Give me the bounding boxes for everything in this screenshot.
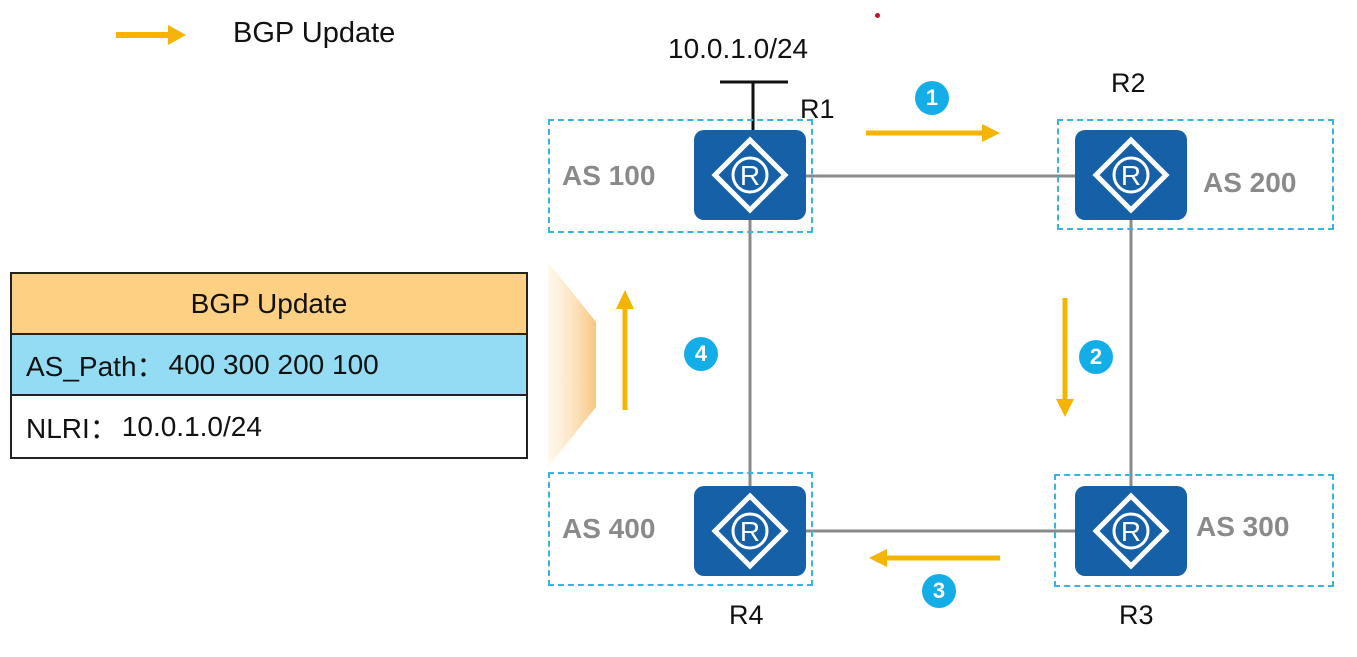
step-arrow-4 bbox=[616, 290, 634, 410]
router-label-r1: R1 bbox=[800, 94, 835, 124]
step-arrow-2 bbox=[1056, 298, 1074, 417]
packet-title: BGP Update bbox=[12, 274, 526, 335]
as-path-label: AS_Path： bbox=[26, 350, 165, 382]
packet-pointer bbox=[548, 262, 596, 467]
as-box-400 bbox=[548, 472, 813, 586]
svg-text:R: R bbox=[1121, 160, 1141, 191]
router-r3[interactable]: R bbox=[1075, 486, 1187, 576]
as-label-300: AS 300 bbox=[1196, 511, 1290, 542]
router-label-r2: R2 bbox=[1111, 68, 1146, 98]
router-r1[interactable]: R bbox=[694, 130, 806, 220]
nlri-label: NLRI： bbox=[26, 412, 118, 444]
packet-as-path-row: AS_Path： 400 300 200 100 bbox=[12, 335, 526, 396]
step-arrow-3 bbox=[869, 549, 1000, 567]
nlri-value: 10.0.1.0/24 bbox=[121, 410, 262, 442]
router-label-r4: R4 bbox=[729, 600, 764, 630]
router-r4[interactable]: R bbox=[694, 486, 806, 576]
step-arrow-1 bbox=[866, 124, 1000, 142]
router-icon: R bbox=[711, 136, 789, 214]
packet-nlri-row: NLRI： 10.0.1.0/24 bbox=[12, 396, 526, 457]
step-badge-1: 1 bbox=[915, 81, 949, 115]
step-badge-3: 3 bbox=[922, 574, 956, 608]
step-badge-2: 2 bbox=[1079, 340, 1113, 374]
router-label-r3: R3 bbox=[1119, 600, 1154, 630]
router-icon: R bbox=[1092, 492, 1170, 570]
svg-text:R: R bbox=[740, 516, 760, 547]
legend-label: BGP Update bbox=[233, 17, 396, 49]
router-icon: R bbox=[711, 492, 789, 570]
as-label-200: AS 200 bbox=[1203, 167, 1297, 198]
svg-text:R: R bbox=[1121, 516, 1141, 547]
as-box-200 bbox=[1057, 119, 1334, 230]
legend-arrow-icon bbox=[116, 25, 186, 45]
network-prefix-label: 10.0.1.0/24 bbox=[668, 33, 809, 64]
router-icon: R bbox=[1092, 136, 1170, 214]
pointer-dot bbox=[875, 13, 880, 18]
as-path-value: 400 300 200 100 bbox=[168, 348, 379, 380]
as-label-400: AS 400 bbox=[562, 513, 656, 544]
bgp-update-packet: BGP Update AS_Path： 400 300 200 100 NLRI… bbox=[10, 272, 528, 459]
as-box-300 bbox=[1054, 474, 1334, 587]
as-box-100 bbox=[548, 119, 813, 233]
router-r2[interactable]: R bbox=[1075, 130, 1187, 220]
svg-text:R: R bbox=[740, 160, 760, 191]
step-badge-4: 4 bbox=[684, 337, 718, 371]
as-label-100: AS 100 bbox=[562, 160, 656, 191]
